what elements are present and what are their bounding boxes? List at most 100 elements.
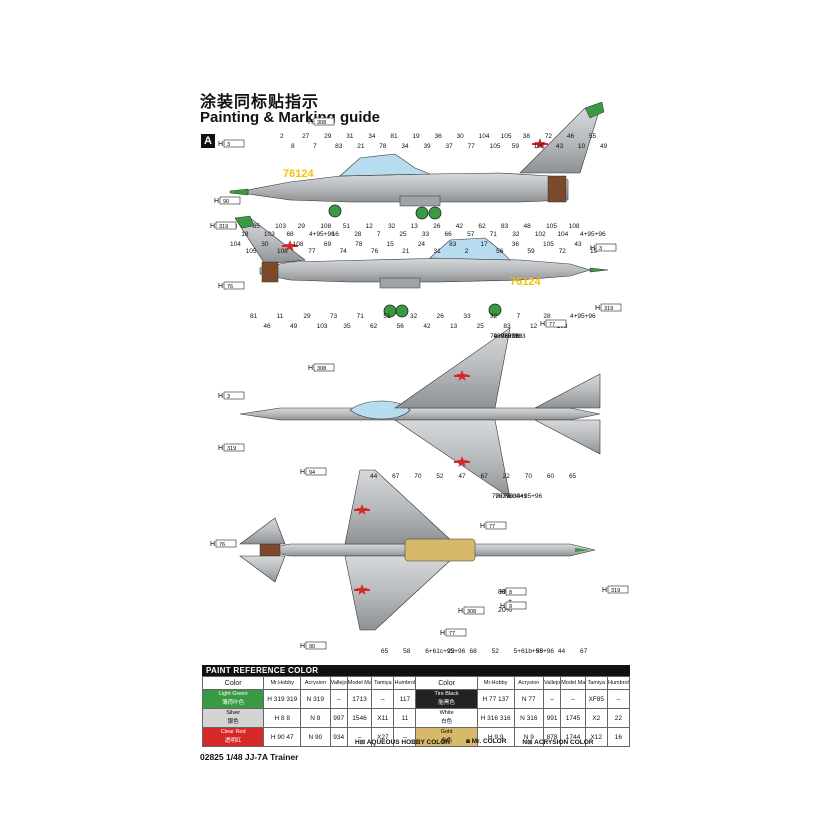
- callout-side2: 77: [308, 248, 316, 255]
- callout-side2: 17: [480, 241, 488, 248]
- paint-cell-acry: N 316: [513, 708, 545, 728]
- callout-side2: 24: [418, 241, 426, 248]
- callout-side2-lower: 13: [450, 323, 458, 330]
- paint-cell-hobby: H 77 137: [476, 689, 515, 709]
- svg-text:H: H: [500, 603, 505, 610]
- callout-side2: 69: [324, 241, 332, 248]
- callout-side2: 31: [433, 248, 441, 255]
- callout-bottom: 52: [492, 648, 500, 655]
- paint-cell-mm: –: [560, 689, 586, 709]
- callout-side1-lower: 18: [241, 231, 249, 238]
- serial-number: 76124: [283, 168, 314, 180]
- callout-bottom: 67: [580, 648, 588, 655]
- callout-side2-lower: 28: [543, 313, 551, 320]
- paint-cell-hobby: H 316 316: [476, 708, 515, 728]
- paint-col-humbrol: Humbrol: [606, 676, 631, 690]
- callout-side1: 19: [412, 133, 420, 140]
- callout-side1-lower: 42: [456, 223, 464, 230]
- callout-side2: 30: [261, 241, 269, 248]
- svg-text:H: H: [218, 445, 223, 452]
- callout-side2-lower: 71: [357, 313, 365, 320]
- callout-side2: 21: [402, 248, 410, 255]
- section-badge: A: [201, 134, 215, 148]
- callout-side1: 72: [545, 133, 553, 140]
- callout-side2: 83: [449, 241, 457, 248]
- callout-top: 83: [508, 333, 516, 340]
- callout-side1-lower: 28: [354, 231, 362, 238]
- callout-side2: 76: [371, 248, 379, 255]
- callout-bottom: 65: [569, 473, 577, 480]
- callout-side1-lower: 108: [320, 223, 331, 230]
- callout-side1: 43: [556, 143, 564, 150]
- svg-text:H: H: [480, 523, 485, 530]
- aircraft-drawings: 76124 76124: [210, 101, 629, 655]
- callout-side1: 38: [523, 133, 531, 140]
- callout-side1: 36: [434, 133, 442, 140]
- callout-side1-lower: 25: [399, 231, 407, 238]
- callout-side1: 2: [280, 133, 284, 140]
- paint-cell-tamiya: XF85: [584, 689, 608, 709]
- callout-side2: 56: [496, 248, 504, 255]
- svg-text:H: H: [595, 305, 600, 312]
- paint-cell-vallejo: 934: [329, 727, 348, 747]
- callout-top: 83: [499, 493, 507, 500]
- paint-cell-humbrol: 22: [606, 708, 631, 728]
- callout-side1-lower: 83: [501, 223, 509, 230]
- callout-side1-lower: 66: [445, 231, 453, 238]
- callout-side1-lower: 108: [569, 223, 580, 230]
- paint-cell-acry: N 9: [513, 727, 545, 747]
- callout-side2: 105: [246, 248, 257, 255]
- callout-side2-lower: 4+95+96: [570, 313, 596, 320]
- callout-side1: 37: [446, 143, 454, 150]
- svg-text:90: 90: [309, 644, 315, 650]
- callout-side1-lower: 105: [546, 223, 557, 230]
- callout-side1-lower: 13: [411, 223, 419, 230]
- svg-text:3: 3: [227, 394, 230, 400]
- callout-side2-lower: 25: [477, 323, 485, 330]
- callout-side2-lower: 35: [343, 323, 351, 330]
- callout-bottom: 67: [481, 473, 489, 480]
- callout-side1: 105: [534, 143, 545, 150]
- callout-bottom: 65: [381, 648, 389, 655]
- callout-side2: 72: [559, 248, 567, 255]
- paint-cell-vallejo: 878: [543, 727, 562, 747]
- callout-side1-lower: 29: [298, 223, 306, 230]
- svg-text:9: 9: [509, 604, 512, 610]
- callout-top: 79: [495, 493, 503, 500]
- callout-side2-lower: 56: [397, 323, 405, 330]
- callout-side2: 74: [340, 248, 348, 255]
- callout-side1-lower: 71: [490, 231, 498, 238]
- svg-text:H: H: [308, 119, 313, 126]
- callout-side2-lower: 11: [277, 313, 284, 320]
- callout-side2: 2: [465, 248, 469, 255]
- callout-bottom: 6+61c+95+96: [425, 648, 465, 655]
- callout-side1: 55: [589, 133, 597, 140]
- svg-text:H: H: [210, 541, 215, 548]
- callout-side1-lower: 103: [275, 223, 286, 230]
- paint-cell-humbrol: –: [606, 689, 631, 709]
- callout-side2-lower: 49: [290, 323, 298, 330]
- svg-text:308: 308: [317, 366, 326, 372]
- callout-side2: 108: [293, 241, 304, 248]
- callout-side1-lower: 102: [535, 231, 546, 238]
- callout-side2-lower: 83: [503, 323, 511, 330]
- callout-side2-lower: 81: [250, 313, 258, 320]
- paint-cell-tamiya: X2: [584, 708, 608, 728]
- svg-text:H: H: [602, 587, 607, 594]
- callout-side2-lower: 26: [437, 313, 445, 320]
- title-chinese: 涂装同标贴指示: [200, 94, 320, 111]
- callout-side1-lower: 51: [343, 223, 351, 230]
- callout-top: 79: [502, 493, 510, 500]
- callout-top: 79: [504, 333, 512, 340]
- callout-side2: 108: [277, 248, 288, 255]
